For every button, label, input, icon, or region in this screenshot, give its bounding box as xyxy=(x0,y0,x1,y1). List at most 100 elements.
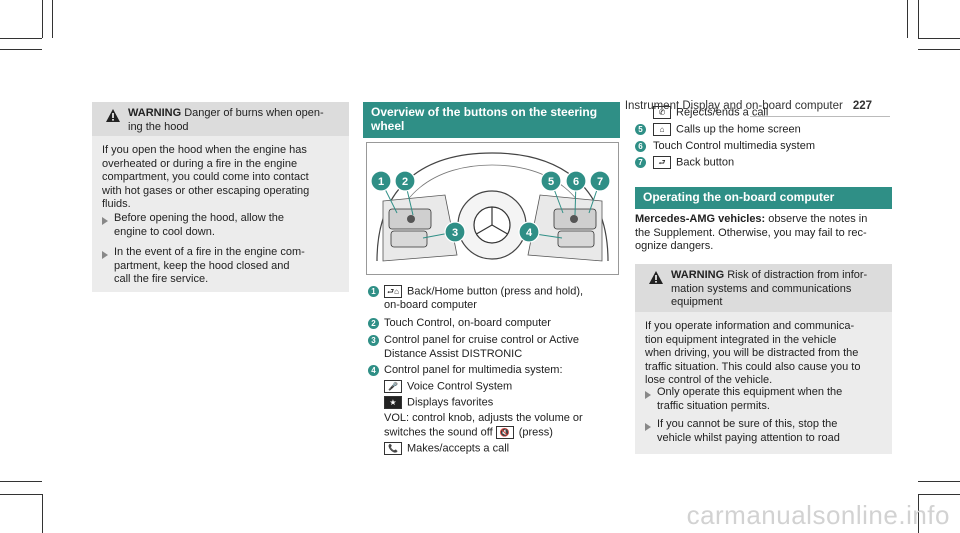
crop-mark xyxy=(0,481,42,482)
svg-text:4: 4 xyxy=(526,227,533,239)
legend-text: ⌂Calls up the home screen xyxy=(653,123,885,137)
bullet-arrow-icon xyxy=(102,251,108,259)
page-number: 227 xyxy=(852,100,872,112)
back-home-icon: ⮐⌂ xyxy=(384,285,402,298)
warning-triangle-icon xyxy=(106,109,120,122)
crop-mark xyxy=(0,494,42,495)
svg-text:3: 3 xyxy=(452,227,458,239)
text-line: Rejects/ends a call xyxy=(676,106,769,119)
number-badge: 3 xyxy=(368,335,379,346)
callout-1: 1 xyxy=(370,170,392,192)
legend-text: 🎤 Voice Control System xyxy=(384,380,616,394)
number-badge: 2 xyxy=(368,318,379,329)
text-line: Distance Assist DISTRONIC xyxy=(384,347,523,360)
number-badge: 7 xyxy=(635,157,646,168)
text-line: when driving, you will be distracted fro… xyxy=(645,347,859,359)
voice-control-icon: 🎤 xyxy=(384,380,402,393)
text-line: compartment, you could come into contact xyxy=(102,171,309,183)
number-badge: 6 xyxy=(635,141,646,152)
text-line: (press) xyxy=(518,425,553,438)
warning-line-3: equipment xyxy=(671,296,723,308)
text-line: In the event of a fire in the engine com… xyxy=(114,246,305,258)
phone-reject-icon: ✆ xyxy=(653,106,671,119)
text-line: switches the sound off xyxy=(384,425,493,438)
star-icon: ★ xyxy=(384,396,402,409)
legend-text: 📞 Makes/accepts a call xyxy=(384,442,616,456)
text-line: ognize dangers. xyxy=(635,240,714,252)
warning-line-2: ing the hood xyxy=(128,120,189,133)
legend-text: ⮐⌂ Back/Home button (press and hold), on-… xyxy=(384,285,616,312)
section-title-line-1: Overview of the buttons on the steering xyxy=(371,105,598,119)
bullet-item: If you cannot be sure of this, stop the … xyxy=(657,418,881,445)
amg-label: Mercedes-AMG vehicles: xyxy=(635,213,766,225)
bullet-arrow-icon xyxy=(645,423,651,431)
page-header: Instrument Display and on-board computer… xyxy=(625,100,872,114)
svg-text:6: 6 xyxy=(573,176,579,188)
callout-7: 7 xyxy=(589,170,611,192)
text-line: Before opening the hood, allow the xyxy=(114,212,285,224)
legend-text: Touch Control multimedia system xyxy=(653,140,816,152)
bullet-item: In the event of a fire in the engine com… xyxy=(114,246,338,287)
phone-accept-icon: 📞 xyxy=(384,442,402,455)
text-line: Back button xyxy=(676,156,735,169)
text-line: fluids. xyxy=(102,198,131,210)
mute-icon: 🔇 xyxy=(495,425,514,439)
back-icon: ⮐ xyxy=(653,156,671,169)
text-line: call the fire service. xyxy=(114,273,209,285)
page-header-title: Instrument Display and on-board computer xyxy=(624,100,843,112)
text-line: VOL: control knob, adjusts the volume or xyxy=(384,412,583,424)
callout-6: 6 xyxy=(565,170,587,192)
text-line: vehicle whilst paying attention to road xyxy=(657,431,840,444)
crop-mark xyxy=(918,0,919,38)
crop-mark xyxy=(918,481,960,482)
crop-mark xyxy=(0,38,42,39)
svg-text:1: 1 xyxy=(378,176,384,188)
crop-mark xyxy=(918,494,919,533)
crop-mark xyxy=(42,494,43,533)
callout-4: 4 xyxy=(518,221,540,243)
text-line: the Supplement. Otherwise, you may fail … xyxy=(635,226,867,239)
text-line: tion equipment integrated in the vehicle xyxy=(645,333,837,346)
warning-header: WARNING Risk of distraction from infor- … xyxy=(635,264,892,312)
text-line: Makes/accepts a call xyxy=(407,442,510,455)
crop-mark xyxy=(907,0,908,38)
crop-mark xyxy=(918,38,960,39)
bullet-item: Only operate this equipment when the tra… xyxy=(657,386,881,413)
steering-wheel-illustration: 1 2 3 4 5 6 7 xyxy=(367,143,618,274)
legend-text: VOL: control knob, adjusts the volume or… xyxy=(384,412,616,439)
warning-text: WARNING Risk of distraction from infor- … xyxy=(671,269,881,310)
warning-label: WARNING xyxy=(671,269,725,281)
crop-mark xyxy=(52,0,53,38)
text-line: on-board computer xyxy=(384,298,477,311)
warning-line-1: Danger of burns when open- xyxy=(184,107,324,119)
legend-text: Control panel for multimedia system: xyxy=(384,364,563,376)
crop-mark xyxy=(42,0,43,38)
crop-mark xyxy=(0,49,42,50)
text-line: Displays favorites xyxy=(407,396,494,409)
text-line: Back/Home button (press and hold), xyxy=(407,285,584,298)
text-line: If you cannot be sure of this, stop the xyxy=(657,418,838,430)
callout-3: 3 xyxy=(444,221,466,243)
text-line: overheated or during a fire in the engin… xyxy=(102,157,298,170)
number-badge: 4 xyxy=(368,365,379,376)
crop-mark xyxy=(918,49,960,50)
amg-note: Mercedes-AMG vehicles: observe the notes… xyxy=(635,213,890,254)
warning-header: WARNING Danger of burns when open- ing t… xyxy=(92,102,349,136)
legend-text: ⮐ Back button xyxy=(653,156,885,170)
text-line: traffic situation permits. xyxy=(657,399,770,412)
watermark: carmanualsonline.info xyxy=(686,500,950,530)
warning-paragraph: If you operate information and communica… xyxy=(645,320,885,388)
warning-label: WARNING xyxy=(128,107,182,119)
warning-line-2: mation systems and communications xyxy=(671,282,852,295)
text-line: lose control of the vehicle. xyxy=(645,374,773,386)
section-header-overview: Overview of the buttons on the steering … xyxy=(363,102,620,138)
warning-text: WARNING Danger of burns when open- ing t… xyxy=(128,107,338,134)
text-line: with hot gases or other escaping operati… xyxy=(102,184,310,197)
text-line: observe the notes in xyxy=(768,213,868,225)
text-line: If you operate information and communica… xyxy=(645,320,855,332)
text-line: Control panel for cruise control or Acti… xyxy=(384,334,580,346)
text-line: If you open the hood when the engine has xyxy=(102,144,307,156)
text-line: Voice Control System xyxy=(407,380,513,393)
warning-paragraph: If you open the hood when the engine has… xyxy=(102,144,342,212)
crop-mark xyxy=(918,494,960,495)
